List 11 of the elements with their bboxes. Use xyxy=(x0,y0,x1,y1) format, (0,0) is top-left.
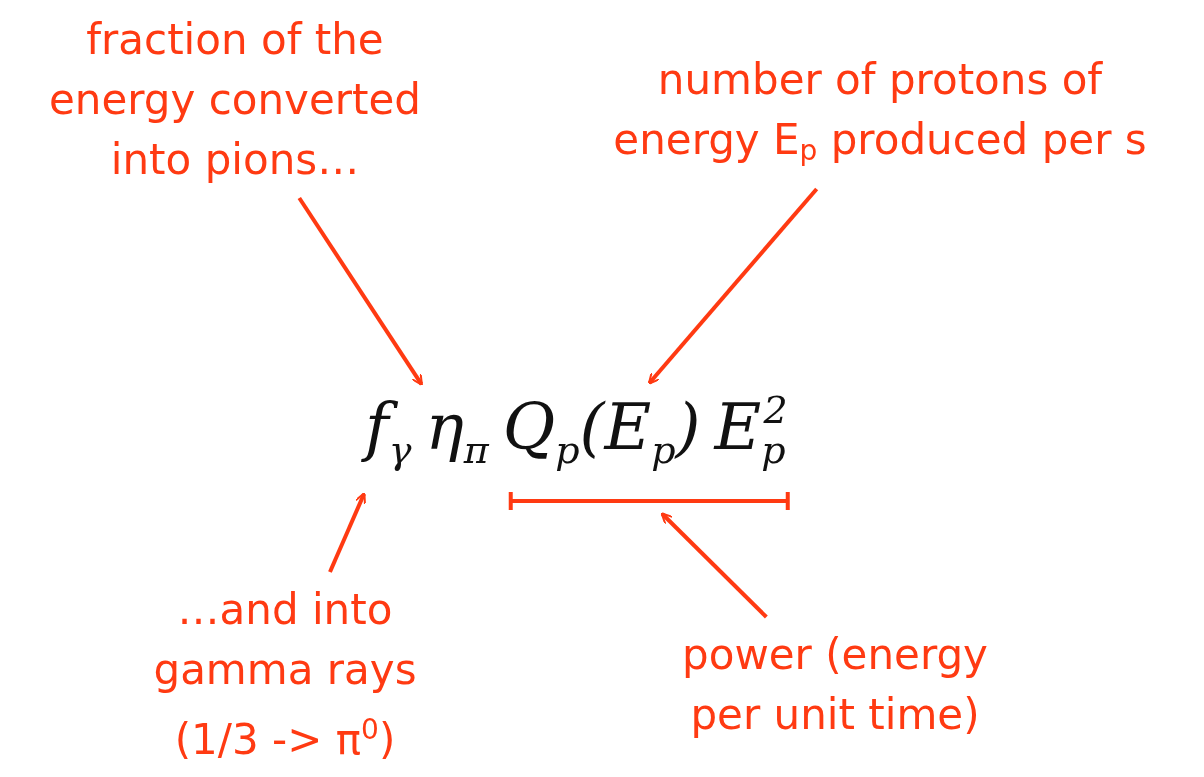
annotation-text: power (energy per unit time) xyxy=(650,625,1020,745)
annotation-text: number of protons of energy E$_{p}$ produced per s xyxy=(600,50,1160,181)
formula-term: Q$_{p}$(E$_{p}$) xyxy=(502,387,701,490)
bracket xyxy=(508,492,790,510)
annotation-text: …and into gamma rays (1/3 -> π$^{0}$) xyxy=(120,580,450,770)
leader-arrow xyxy=(660,512,768,619)
leader-arrow xyxy=(297,196,424,386)
leader-arrow xyxy=(647,187,819,385)
annotation-text: fraction of the energy converted into pions… xyxy=(10,10,460,190)
formula-term: η$_{π}$ xyxy=(425,387,489,490)
leader-arrow xyxy=(328,492,366,573)
